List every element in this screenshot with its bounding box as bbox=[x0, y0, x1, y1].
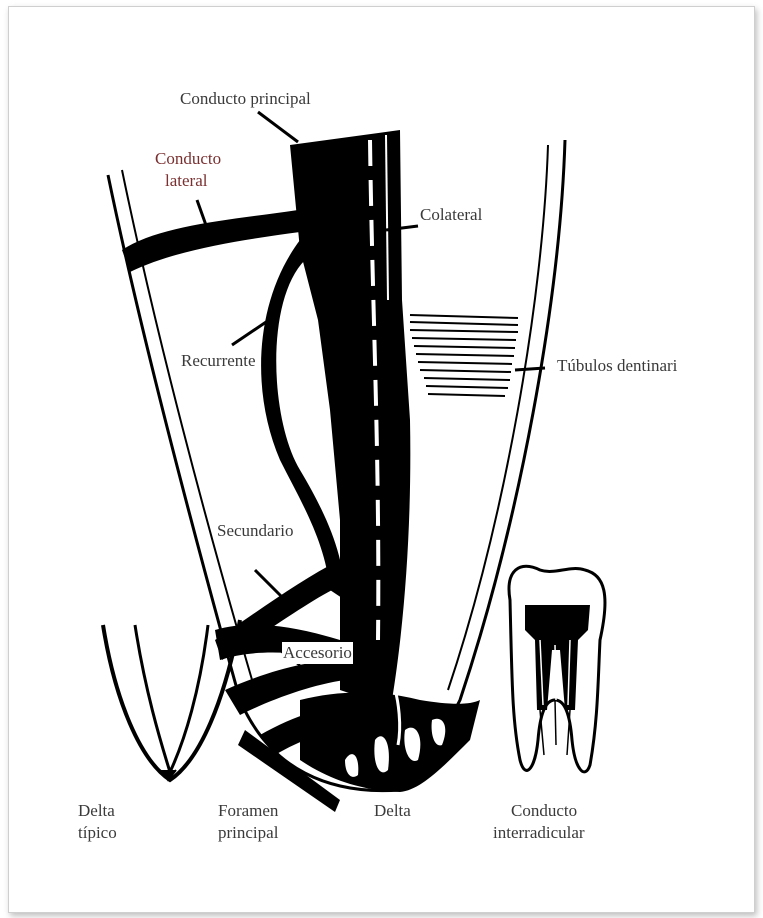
label-delta: Delta bbox=[374, 800, 411, 822]
label-accesorio: Accesorio bbox=[282, 642, 353, 664]
label-secundario: Secundario bbox=[217, 520, 293, 542]
label-interradicular-line1: Conducto bbox=[493, 800, 585, 822]
label-delta-tipico-line2: típico bbox=[78, 822, 117, 844]
apical-delta bbox=[300, 693, 480, 793]
label-delta-tipico: Delta típico bbox=[78, 800, 117, 844]
lateral-canal bbox=[122, 210, 300, 272]
label-conducto-principal: Conducto principal bbox=[180, 88, 311, 110]
label-interradicular-line2: interradicular bbox=[493, 822, 585, 844]
label-conducto-lateral: Conducto lateral bbox=[155, 148, 221, 192]
label-tubulos-dentinari: Túbulos dentinari bbox=[557, 355, 677, 377]
molar-pulp bbox=[525, 605, 590, 710]
main-canal bbox=[290, 130, 410, 700]
label-delta-tipico-line1: Delta bbox=[78, 800, 117, 822]
label-foramen-line1: Foramen bbox=[218, 800, 278, 822]
dentinal-tubules bbox=[410, 315, 518, 396]
molar-tooth bbox=[509, 566, 605, 772]
label-colateral: Colateral bbox=[420, 204, 482, 226]
label-conducto-lateral-line1: Conducto bbox=[155, 148, 221, 170]
label-foramen-principal: Foramen principal bbox=[218, 800, 278, 844]
label-foramen-line2: principal bbox=[218, 822, 278, 844]
label-conducto-lateral-line2: lateral bbox=[155, 170, 221, 192]
label-conducto-interradicular: Conducto interradicular bbox=[493, 800, 585, 844]
label-recurrente: Recurrente bbox=[180, 350, 257, 372]
